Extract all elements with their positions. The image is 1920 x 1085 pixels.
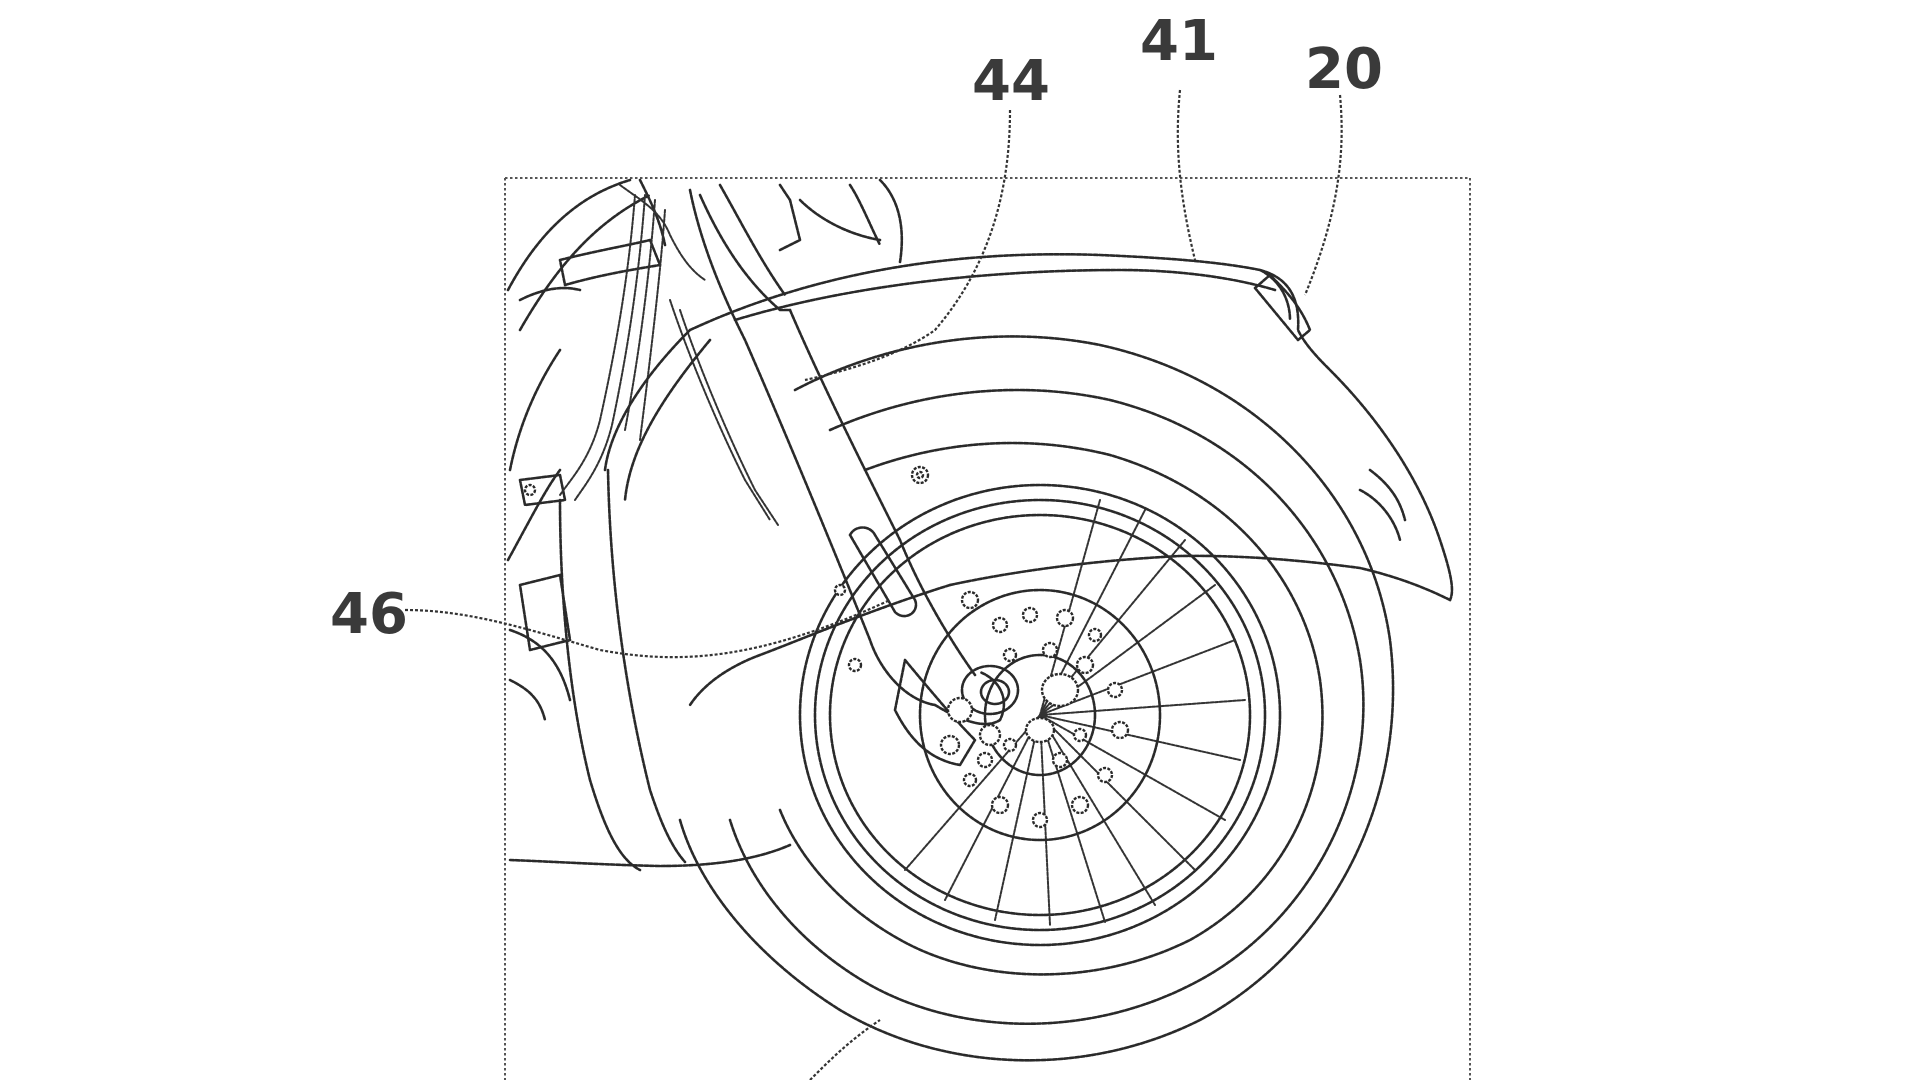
wheel-rim	[798, 483, 1282, 947]
mounting-bolts	[523, 465, 980, 673]
front-fork-44	[688, 183, 1020, 767]
reference-label-44: 44	[972, 49, 1050, 114]
front-tire	[678, 335, 1395, 1062]
leader-20	[1303, 94, 1343, 296]
fender-lower-section	[508, 328, 792, 872]
leader-44	[804, 109, 1012, 382]
reference-label-20: 20	[1305, 37, 1383, 102]
leader-tire	[809, 1019, 881, 1081]
leader-lines	[404, 89, 1343, 1081]
brake-disc	[918, 588, 1162, 842]
figure-frame	[504, 177, 1471, 1080]
leader-41	[1176, 89, 1197, 261]
brake-cables	[559, 184, 779, 526]
reference-label-41: 41	[1140, 9, 1218, 74]
leader-46	[404, 599, 891, 659]
reference-label-46: 46	[330, 582, 408, 647]
fork-reflector-46	[848, 526, 918, 618]
